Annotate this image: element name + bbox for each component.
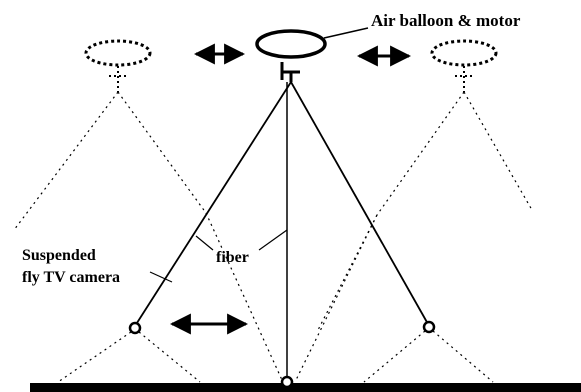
tether-right bbox=[290, 81, 429, 325]
camera-label-line1: Suspended bbox=[22, 247, 96, 264]
ground-bar bbox=[30, 383, 581, 392]
dotted-ellipse-icon bbox=[430, 39, 498, 67]
main-balloon bbox=[255, 27, 369, 82]
ghost-balloon-right bbox=[376, 39, 533, 216]
camera-left bbox=[57, 321, 201, 383]
balloon-icon bbox=[255, 29, 327, 59]
ghost-balloon-left bbox=[13, 39, 207, 231]
camera-icon bbox=[280, 375, 294, 389]
balloon-leader-line bbox=[323, 27, 369, 39]
fiber-label: fiber bbox=[216, 249, 249, 266]
camera-right bbox=[363, 320, 494, 383]
camera-label-line2: fly TV camera bbox=[22, 269, 120, 286]
camera-icon bbox=[422, 320, 436, 334]
balloon-label: Air balloon & motor bbox=[371, 11, 521, 30]
tether-left bbox=[134, 81, 292, 327]
dotted-ellipse-icon bbox=[84, 39, 152, 67]
camera-icon bbox=[128, 321, 142, 335]
camera-leader-line bbox=[149, 271, 173, 283]
fiber-leader-right bbox=[258, 229, 288, 251]
fiber-leader-left bbox=[195, 235, 214, 251]
camera-bottom bbox=[280, 375, 294, 389]
